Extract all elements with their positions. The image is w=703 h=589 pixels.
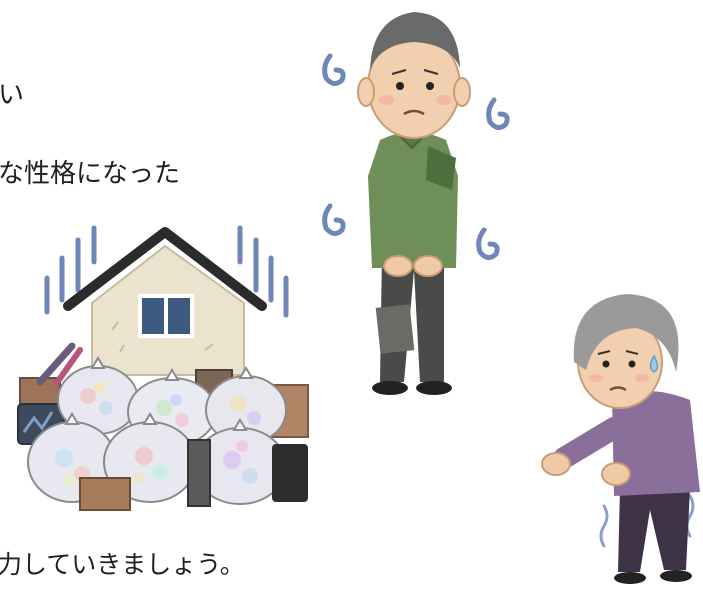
shake-lines xyxy=(44,225,289,318)
swirl-marks xyxy=(322,53,510,260)
text-line-2: な性格になった xyxy=(0,159,181,189)
text-line-1: い xyxy=(0,80,25,110)
house-garbage-illustration xyxy=(17,225,309,511)
worried-man-illustration xyxy=(322,12,510,395)
text-line-3: 力していきましょう。 xyxy=(0,550,245,579)
worried-woman-illustration xyxy=(541,294,700,584)
